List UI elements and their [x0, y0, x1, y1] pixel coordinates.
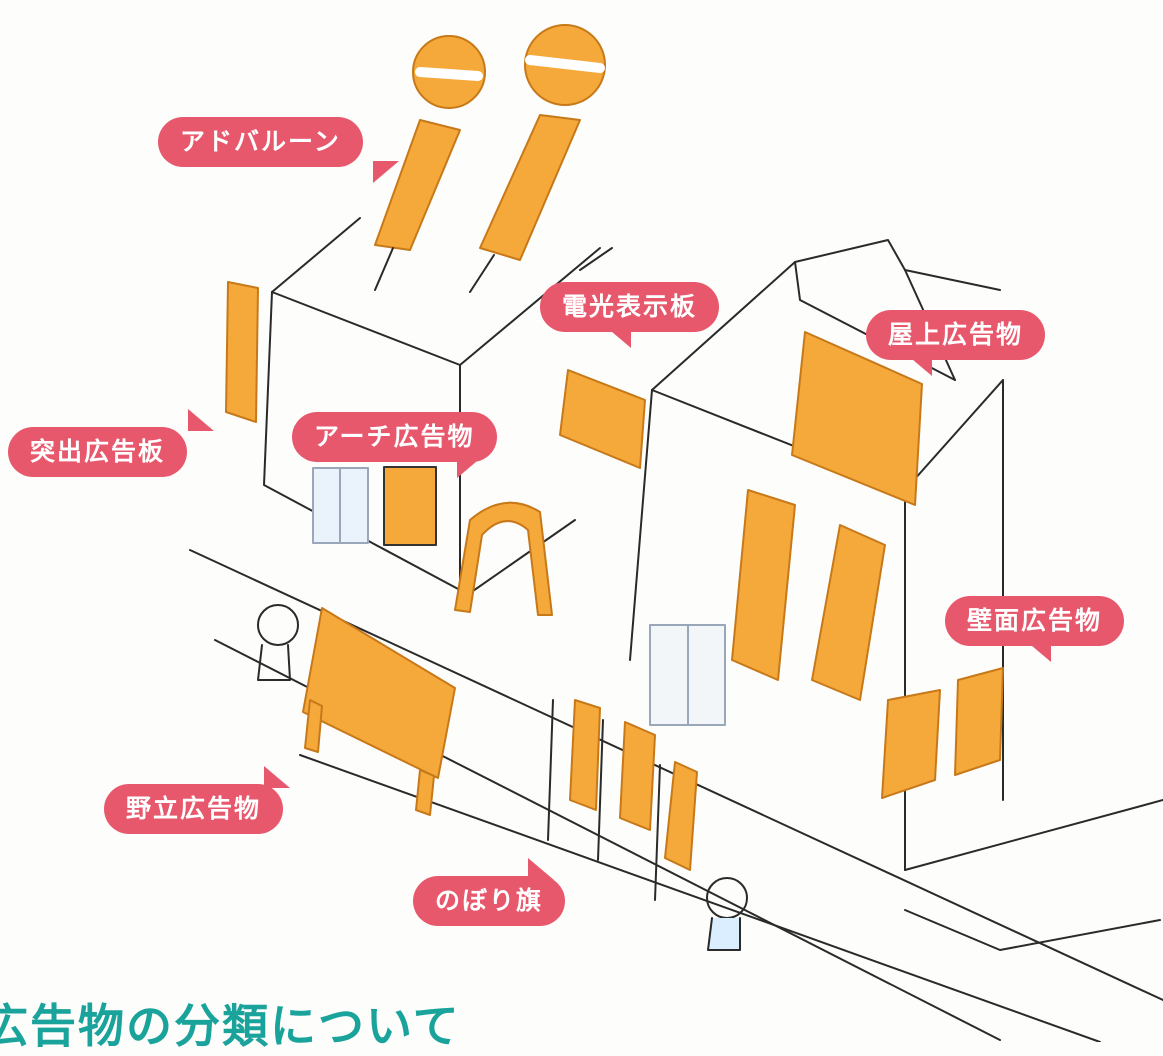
label-wall: 壁面広告物 — [945, 596, 1125, 662]
rooftop-sign — [791, 331, 923, 506]
label-wall-text: 壁面広告物 — [967, 606, 1103, 635]
label-banner-flag: のぼり旗 — [413, 858, 566, 926]
banner-flags — [569, 699, 698, 871]
label-rooftop: 屋上広告物 — [866, 310, 1046, 376]
label-tail — [528, 858, 554, 880]
label-standing: 野立広告物 — [104, 766, 290, 834]
label-projecting-text: 突出広告板 — [30, 437, 166, 466]
label-rooftop-text: 屋上広告物 — [888, 320, 1024, 349]
label-projecting: 突出広告板 — [8, 409, 214, 477]
label-electric-sign-text: 電光表示板 — [562, 292, 698, 321]
label-tail — [906, 354, 932, 376]
label-arch-text: アーチ広告物 — [314, 422, 475, 451]
label-tail — [264, 766, 290, 788]
label-tail — [457, 456, 483, 478]
windows — [312, 467, 726, 726]
label-tail — [1025, 640, 1051, 662]
people — [257, 604, 748, 951]
label-tail — [188, 409, 214, 431]
label-ad-balloon-text: アドバルーン — [180, 127, 341, 156]
wall-banners — [731, 489, 1004, 799]
page-heading: 広告物の分類について — [0, 999, 461, 1053]
label-ad-balloon: アドバルーン — [158, 117, 399, 183]
small-wall-sign — [383, 466, 437, 546]
label-arch: アーチ広告物 — [292, 412, 497, 478]
standing-billboard — [302, 607, 456, 816]
label-standing-text: 野立広告物 — [126, 794, 262, 823]
label-tail — [373, 161, 399, 183]
electric-sign — [559, 369, 646, 469]
arch-sign — [454, 501, 553, 616]
label-banner-flag-text: のぼり旗 — [435, 886, 544, 915]
label-tail — [605, 326, 631, 348]
projecting-sign — [225, 281, 259, 423]
label-electric-sign: 電光表示板 — [540, 282, 720, 348]
